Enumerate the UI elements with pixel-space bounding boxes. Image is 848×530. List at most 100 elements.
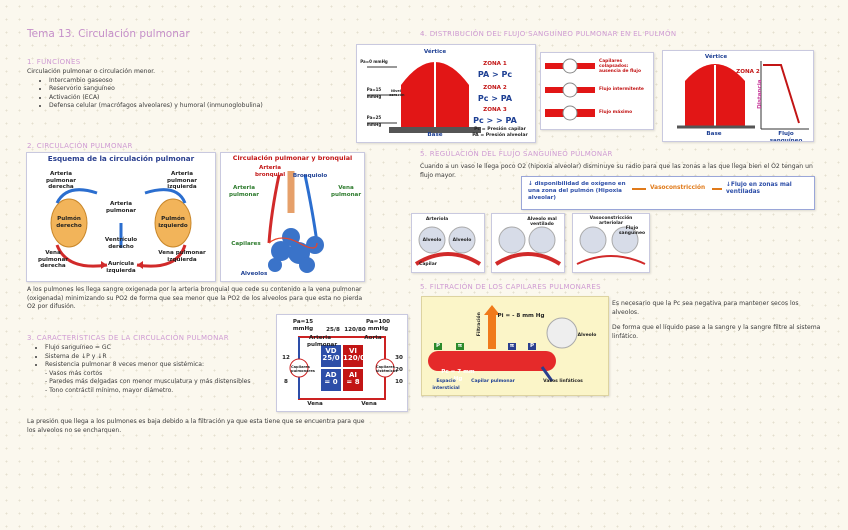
label: ZONA 2 [736, 69, 760, 75]
label: Arteria pulmonar [307, 335, 338, 348]
label: Pc = 7 mm Hg [441, 369, 475, 382]
pressure-drawing [289, 336, 395, 400]
sub-item: - Vasos más cortos [45, 369, 103, 377]
label: Capilares pulmonares [291, 365, 315, 373]
zones-drawing [367, 55, 481, 133]
section-6-text-2: De forma que el líquido pase a la sangre… [612, 324, 821, 340]
figure-title: Esquema de la circulación pulmonar [47, 154, 195, 163]
capillary-drawing [545, 58, 595, 121]
label: Aorta [364, 335, 382, 341]
arrow-line [632, 188, 646, 190]
label: Capilar pulmonar [471, 379, 515, 384]
label: Capilar [419, 262, 437, 267]
label: 8 [284, 379, 288, 385]
list-item: Sistema de ↓P y ↓R [45, 353, 277, 362]
regulation-figure-2: Alveolo mal ventilado [491, 213, 565, 273]
flow-box-result: ↓Flujo en zonas mal ventiladas [726, 182, 792, 195]
arrow-line [712, 188, 722, 190]
label: Arteria bronquial [255, 165, 286, 178]
label: Vasoconstricción arteriolar [589, 216, 633, 226]
flow-box-hypoxia: ↓ disponibilidad de oxígeno en una zona … [528, 181, 626, 201]
pulmonary-bronchial-circulation-figure: Circulación pulmonar y bronquial Arteria… [220, 152, 365, 282]
label: Pa=25 mmHg [366, 115, 382, 127]
label: Pulmón derecho [56, 216, 82, 229]
sub-list: - Vasos más cortos - Paredes más delgada… [27, 370, 277, 396]
ad-label: AD= 0 [324, 371, 338, 386]
label: Pc > > PA [473, 116, 517, 125]
label: Espacio intersticial [432, 379, 460, 391]
label: Vena [361, 401, 377, 407]
label: π [456, 343, 464, 350]
label: Filtración [476, 312, 482, 337]
label: PA > Pc [477, 70, 513, 79]
capillary-flow-figure: Capilares colapsados: ausencia de flujo … [540, 52, 654, 130]
label: P [528, 343, 536, 350]
label: Vértice [423, 49, 447, 55]
label: Flujo intermitente [599, 87, 644, 92]
label: Vena pulmonar izquierda [158, 250, 206, 263]
list-item: Reservorio sanguíneo [49, 85, 347, 94]
figure-title: Circulación pulmonar y bronquial [232, 154, 353, 162]
label: Flujo máximo [599, 110, 633, 115]
label: Capilares sistémicos [376, 365, 398, 373]
regulation-flowchart: ↓ disponibilidad de oxígeno en una zona … [521, 176, 815, 210]
label: 120/80 [344, 327, 366, 333]
section-3-list: Flujo sanguíneo = GC Sistema de ↓P y ↓R … [27, 344, 277, 370]
graph-drawing [677, 61, 809, 130]
label: Base [427, 132, 443, 138]
section-2-text: A los pulmones les llega sangre oxigenad… [27, 286, 363, 311]
label: Distancia [756, 79, 763, 109]
list-item: Flujo sanguíneo = GC [45, 344, 277, 353]
pressure-diagram-figure: Pa=15 mmHg Pa=100 mmHg 25/8 120/80 Arter… [276, 314, 408, 412]
pulmonary-circulation-schema-figure: Esquema de la circulación pulmonar Arter… [26, 152, 216, 282]
lung-zones-figure: Vértice Base Pa=0 mmHg Pa=15 mmHg Pa=25 … [356, 44, 536, 143]
label: Pc = Presión capilar [474, 127, 526, 132]
label: 20 [395, 367, 403, 373]
regulation-figure-1: Arteriola Alveolo Alveolo Capilar [411, 213, 485, 273]
section-1-intro: Circulación pulmonar o circulación menor… [27, 68, 156, 75]
label: Vena [307, 401, 323, 407]
label: Pa=0 mmHg [360, 59, 388, 64]
label: Alveolo mal ventilado [527, 217, 557, 227]
blood-flow-graph-figure: Vértice ZONA 2 Base Flujo sanguíneo Dist… [662, 50, 814, 142]
label: Pi = - 8 mm Hg [497, 313, 545, 319]
label: Aurícula izquierda [106, 261, 136, 274]
section-6-text-1: Es necesario que la Pc sea negativa para… [612, 300, 799, 316]
bronchial-drawing [267, 171, 324, 273]
label: Capilares colapsados: ausencia de flujo [599, 59, 641, 75]
label: Pulmón izquierdo [158, 216, 188, 229]
label: Alveolos [240, 271, 268, 277]
label: 10 [395, 379, 403, 385]
label: P [434, 343, 442, 350]
section-4-heading: 4. DISTRIBUCIÓN DEL FLUJO SANGUÍNEO PULM… [420, 30, 677, 38]
label: Arteria pulmonar [105, 201, 137, 214]
label: Vasos linfáticos [543, 379, 583, 384]
label: Vena pulmonar [331, 185, 362, 198]
label: Pa=100 mmHg [365, 319, 391, 332]
section-2-heading: 2. CIRCULACIÓN PULMONAR [27, 142, 133, 150]
label: Alveolo [422, 238, 442, 243]
alveoli-drawing [494, 226, 562, 266]
section-6-heading: 5. FILTRACIÓN DE LOS CAPILARES PULMONARE… [420, 283, 601, 291]
label: Ventrículo derecho [104, 237, 138, 250]
label: Nivel corazón [389, 89, 405, 97]
section-5-text: Cuando a un vaso le llega poco O2 (hipox… [420, 163, 813, 179]
label: Vértice [704, 54, 728, 60]
ai-label: AI= 8 [346, 371, 360, 386]
label: Flujo sanguíneo [618, 226, 646, 236]
sub-item: - Tono contráctil mínimo, mayor diámetro… [45, 386, 174, 394]
section-5-heading: 5. REGULACIÓN DEL FLUJO SANGUÍNEO PULMON… [420, 150, 613, 158]
list-item: Activación (ECA) [49, 94, 347, 103]
label: Arteria pulmonar derecha [45, 171, 77, 190]
flow-vasoconstriction: Vasoconstricción [650, 185, 706, 191]
label: ZONA 1 [483, 61, 507, 67]
label: Vena pulmonar derecha [37, 250, 69, 269]
label: Base [706, 131, 722, 137]
section-3-body: Flujo sanguíneo = GC Sistema de ↓P y ↓R … [27, 344, 277, 396]
list-item: Resistencia pulmonar 8 veces menor que s… [45, 361, 277, 370]
label: Arteriola [425, 217, 449, 222]
schema-drawing [50, 188, 192, 269]
label: Alveolo [577, 333, 597, 338]
